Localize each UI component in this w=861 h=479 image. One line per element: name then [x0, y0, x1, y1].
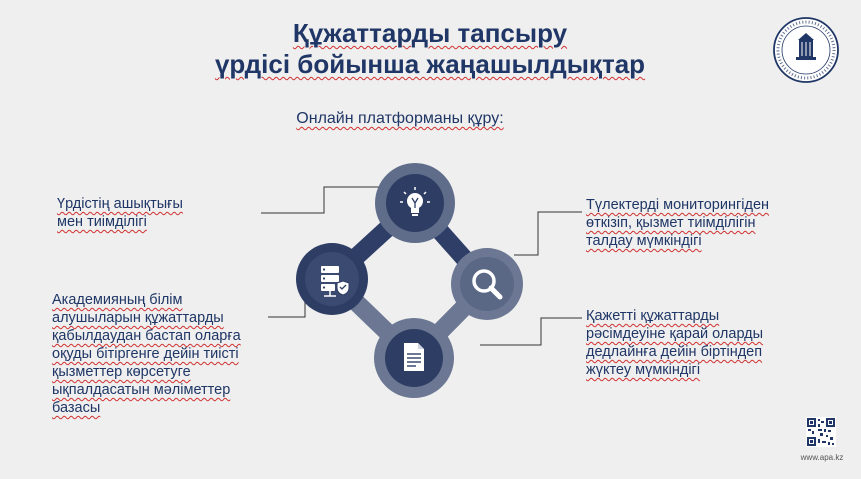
text-line: базасы — [52, 400, 101, 416]
academy-seal-icon — [773, 17, 839, 83]
title-line-2: үрдісі бойынша жаңашылдықтар — [214, 49, 646, 79]
text-line: ықпалдасатын мәліметтер — [52, 382, 231, 398]
node-left — [296, 243, 368, 315]
text-database: Академияның білім алушыларын құжаттарды … — [52, 291, 284, 417]
text-line: өткізіп, қызмет тиімділігін — [586, 215, 756, 231]
title-line-1: Құжаттарды тапсыру — [292, 18, 568, 48]
text-line: дедлайнға дейін біртіндеп — [586, 344, 763, 360]
text-line: алушыларын құжаттарды — [52, 310, 224, 326]
text-line: Академияның білім — [52, 292, 183, 308]
document-icon — [404, 343, 424, 371]
text-process-transparency: Үрдістің ашықтығы мен тиімділігі — [57, 195, 247, 231]
text-line: рәсімдеуіне қарай оларды — [586, 326, 764, 342]
lightbulb-icon — [400, 187, 430, 216]
text-line: мен тиімділігі — [57, 214, 147, 230]
text-line: Қажетті құжаттарды — [586, 308, 720, 324]
subtitle: Онлайн платформаны құру: — [250, 110, 550, 128]
page-title: Құжаттарды тапсыру үрдісі бойынша жаңашы… — [150, 18, 710, 80]
connector-top-left — [261, 186, 390, 214]
text-document-upload: Қажетті құжаттарды рәсімдеуіне қарай ола… — [586, 307, 816, 379]
connector-top-right — [514, 211, 582, 256]
node-right — [451, 248, 523, 320]
node-top — [375, 163, 455, 243]
magnifier-icon — [472, 269, 503, 300]
text-line: қабылдаудан бастап оларға — [52, 328, 241, 344]
text-line: оқуды бітіргенге дейін тиісті — [52, 346, 239, 362]
text-graduate-monitoring: Түлектерді мониторингіден өткізіп, қызме… — [586, 196, 816, 250]
server-shield-icon — [321, 266, 350, 297]
qr-code-icon[interactable] — [806, 417, 836, 447]
text-line: Үрдістің ашықтығы — [57, 196, 183, 212]
text-line: жүктеу мүмкіндігі — [586, 362, 701, 378]
node-bottom — [374, 318, 454, 398]
website-link[interactable]: www.apa.kz — [800, 453, 844, 462]
text-line: талдау мүмкіндігі — [586, 233, 702, 249]
text-line: қызметтер көрсетуге — [52, 364, 191, 380]
connector-bottom-right — [480, 317, 582, 346]
subtitle-text: Онлайн платформаны құру: — [296, 110, 504, 127]
text-line: Түлектерді мониторингіден — [586, 197, 770, 213]
